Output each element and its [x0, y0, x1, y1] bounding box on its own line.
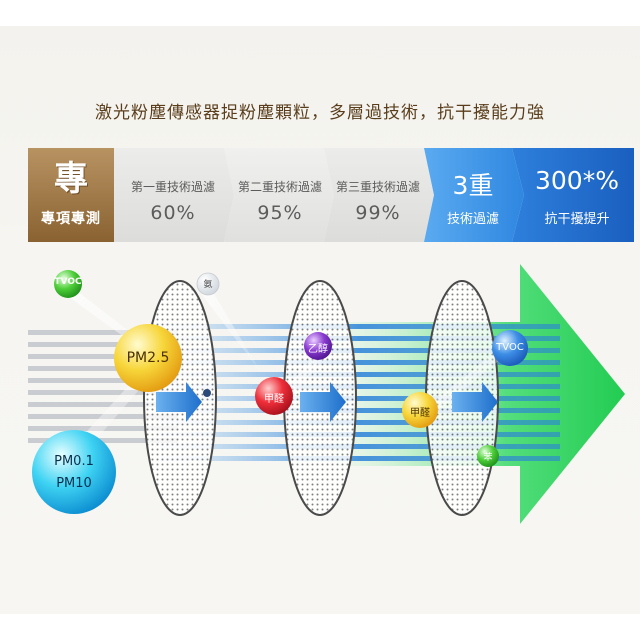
step-3-label: 第三重技術過濾: [335, 180, 420, 194]
ethanol-particle: [304, 332, 332, 360]
highlight-interference: 300*% 抗干擾提升: [520, 148, 634, 242]
step-2-value: 95%: [257, 202, 303, 224]
benzene-particle: [477, 445, 499, 467]
badge-caption: 專項專測: [41, 211, 101, 227]
flow-arrow-3: [452, 382, 498, 422]
airflow-stripes: [160, 324, 560, 461]
pm25-particle: [114, 324, 182, 392]
flow-arrow-2: [300, 382, 346, 422]
ammonia-particle: [196, 272, 220, 296]
highlight-interference-value: 300*%: [535, 166, 619, 195]
step-1-value: 60%: [150, 202, 196, 224]
tvoc-left-particle: [54, 270, 82, 298]
filtration-banner: 專 專項專測 第一重技術過濾 60% 第二重技術過濾 95% 第三重技術過濾 9…: [28, 148, 634, 242]
highlight-1-bg: [424, 148, 524, 242]
highlight-layers-caption: 技術過濾: [446, 212, 499, 227]
headline: 激光粉塵傳感器捉粉塵顆粒，多層過技術，抗干擾能力強: [95, 103, 545, 123]
highlight-2-bg: [512, 148, 634, 242]
step-3-value: 99%: [355, 202, 401, 224]
tvoc-right-particle: [492, 330, 528, 366]
step-2: 第二重技術過濾 95%: [228, 148, 332, 242]
highlight-layers-value: 3重: [452, 171, 494, 200]
pm-fine-particle: [32, 430, 116, 514]
top-margin: [0, 0, 640, 26]
step-2-bg: [224, 148, 334, 242]
step-3-bg: [324, 148, 434, 242]
filtration-diagram: TVOC 氨 PM2.5 乙醇 甲醛 甲醛 TVOC 苯 PM0.1 PM10: [0, 262, 640, 542]
badge-character: 專: [54, 159, 88, 199]
formaldehyde-red-particle: [255, 377, 293, 415]
bottom-margin: [0, 614, 640, 640]
highlight-interference-caption: 抗干擾提升: [544, 212, 610, 227]
step-1-bg: [114, 148, 234, 242]
highlight-layers: 3重 技術過濾: [428, 148, 518, 242]
diagram-graphics: [28, 264, 625, 524]
step-1: 第一重技術過濾 60%: [114, 148, 232, 242]
formaldehyde-yellow-particle: [402, 392, 438, 428]
banner-backgrounds: [114, 148, 634, 242]
step-3: 第三重技術過濾 99%: [326, 148, 430, 242]
flow-arrow-1: [156, 382, 202, 422]
filter-speck: [203, 389, 211, 397]
step-2-label: 第二重技術過濾: [237, 180, 322, 194]
badge: 專 專項專測: [28, 148, 114, 242]
step-1-label: 第一重技術過濾: [130, 180, 215, 194]
